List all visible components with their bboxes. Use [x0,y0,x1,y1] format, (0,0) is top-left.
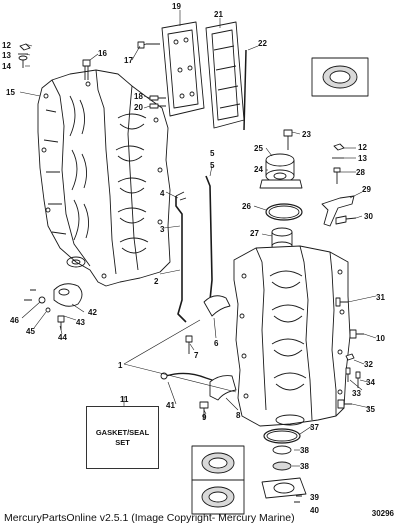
bracket-29-drawing [321,195,357,227]
callout-20: 20 [134,103,143,112]
gasket-seal-set-box[interactable]: GASKET/SEAL SET [86,406,159,469]
callout-9: 9 [202,413,207,422]
leader-lines [19,10,377,467]
callout-31: 31 [376,293,385,302]
callout-24: 24 [254,165,263,174]
callout-46: 46 [10,316,19,325]
callout-21: 21 [214,10,223,19]
callout-29: 29 [362,185,371,194]
callout-42: 42 [88,308,97,317]
callout-12-right: 12 [358,143,367,152]
callout-26: 26 [242,202,251,211]
callout-15: 15 [6,88,15,97]
cylinder-block-drawing [37,69,171,287]
callout-14: 14 [2,62,11,71]
callout-43: 43 [76,318,85,327]
cover-21-drawing [205,21,245,129]
callout-37: 37 [310,423,319,432]
gasket-19-drawing [161,21,205,117]
callout-40: 40 [310,506,319,515]
callout-33: 33 [352,389,361,398]
callout-17: 17 [124,56,133,65]
anode-42-drawing [24,283,83,330]
callout-35: 35 [366,405,375,414]
callout-5: 5 [210,149,215,158]
callout-5-second: 5 [210,161,215,170]
callout-11: 11 [120,395,129,404]
callout-28: 28 [356,168,365,177]
callout-39: 39 [310,493,319,502]
callout-44: 44 [58,333,67,342]
bolt-16-drawing [82,59,91,80]
seal-inset-top [311,57,369,97]
callout-13-left: 13 [2,51,11,60]
callout-22: 22 [258,39,267,48]
callout-12-left: 12 [2,41,11,50]
callout-1: 1 [118,361,123,370]
callout-3: 3 [160,225,165,234]
seal-inset-38-upper [191,445,245,481]
callout-4: 4 [160,189,165,198]
callout-38: 38 [300,446,309,455]
callout-16: 16 [98,49,107,58]
callout-6: 6 [214,339,219,348]
callout-32: 32 [364,360,373,369]
callout-18: 18 [134,92,143,101]
figure-number: 30296 [371,509,394,518]
callout-41: 41 [166,401,175,410]
callout-13-right: 13 [358,154,367,163]
bearing-housing-24-drawing [259,153,303,189]
callout-23: 23 [302,130,311,139]
callout-19: 19 [172,2,181,11]
washer-stack-left-drawing [18,43,31,68]
callout-7: 7 [194,351,199,360]
crankcase-cover-drawing [233,245,351,427]
seal-inset-38-lower [191,479,245,515]
callout-27: 27 [250,229,259,238]
callout-2: 2 [154,277,159,286]
callout-34-label: 34 [366,378,375,387]
callout-38-second: 38 [300,462,309,471]
callout-25: 25 [254,144,263,153]
callout-45: 45 [26,327,35,336]
footer-caption: MercuryPartsOnline v2.5.1 (Image Copyrig… [4,512,295,524]
callout-10: 10 [376,334,385,343]
callout-8: 8 [236,411,241,420]
callout-30: 30 [364,212,373,221]
callout-labels: 12 13 14 15 16 17 18 19 20 21 22 23 25 2… [2,2,385,515]
gasket-seal-set-label: GASKET/SEAL SET [95,427,150,447]
